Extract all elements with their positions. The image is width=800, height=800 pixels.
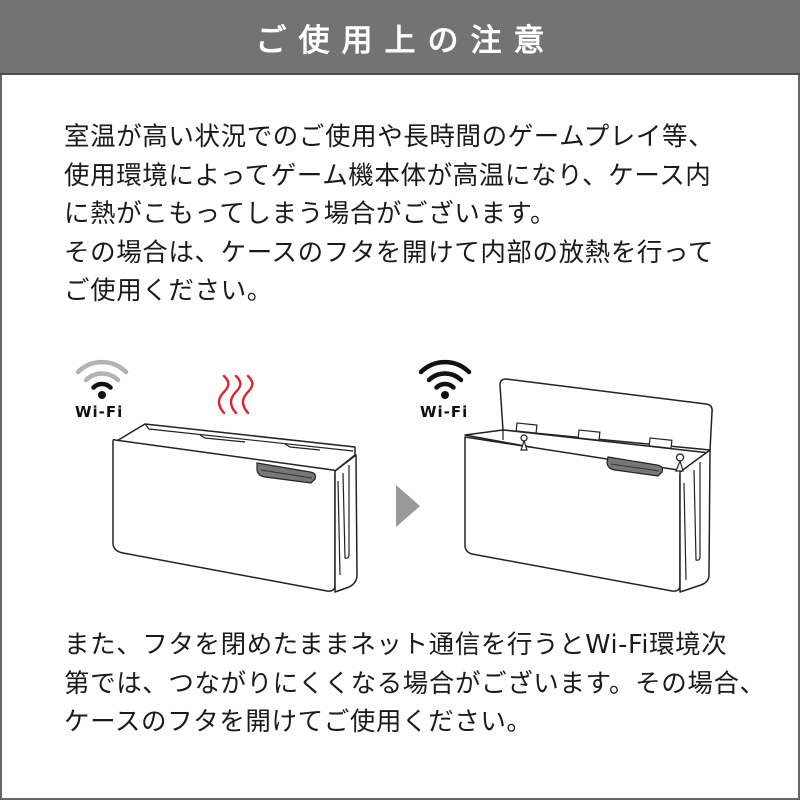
text-line: ケースのフタを開けてご使用ください。 (64, 707, 533, 737)
case-handle (606, 456, 664, 477)
text-line: 室温が高い状況でのご使用や長時間のゲームプレイ等、 (64, 122, 715, 152)
right-triangle-arrow-icon (396, 485, 420, 527)
illustration: Wi-Fi (0, 340, 800, 610)
open-case-illustration (464, 378, 713, 593)
text-line: 使用環境によってゲーム機本体が高温になり、ケース内 (64, 160, 712, 191)
case-handle (256, 462, 317, 484)
page-title: ご使用上の注意 (255, 23, 557, 59)
text-line: に熱がこもってしまう場合がございます。 (64, 199, 557, 229)
text-line: その場合は、ケースのフタを開けて内部の放熱を行って (64, 237, 714, 268)
text-line: ご使用ください。 (64, 276, 273, 306)
header-banner: ご使用上の注意 (0, 0, 800, 75)
wifi-label-before: Wi-Fi (75, 403, 124, 421)
wifi-label-after: Wi-Fi (420, 403, 469, 421)
wifi-weak-icon (75, 359, 129, 399)
notice-paragraph-wifi: また、フタを閉めたままネット通信を行うとWi-Fi環境次 第では、つながりにくく… (64, 626, 766, 742)
text-line: また、フタを閉めたままネット通信を行うとWi-Fi環境次 (64, 630, 728, 660)
heat-waves-icon (217, 374, 254, 415)
notice-paragraph-heat: 室温が高い状況でのご使用や長時間のゲームプレイ等、 使用環境によってゲーム機本体… (64, 118, 744, 311)
closed-case-illustration (112, 423, 358, 593)
wifi-full-icon (418, 359, 472, 399)
text-line: 第では、つながりにくくなる場合がございます。その場合、 (64, 668, 766, 699)
